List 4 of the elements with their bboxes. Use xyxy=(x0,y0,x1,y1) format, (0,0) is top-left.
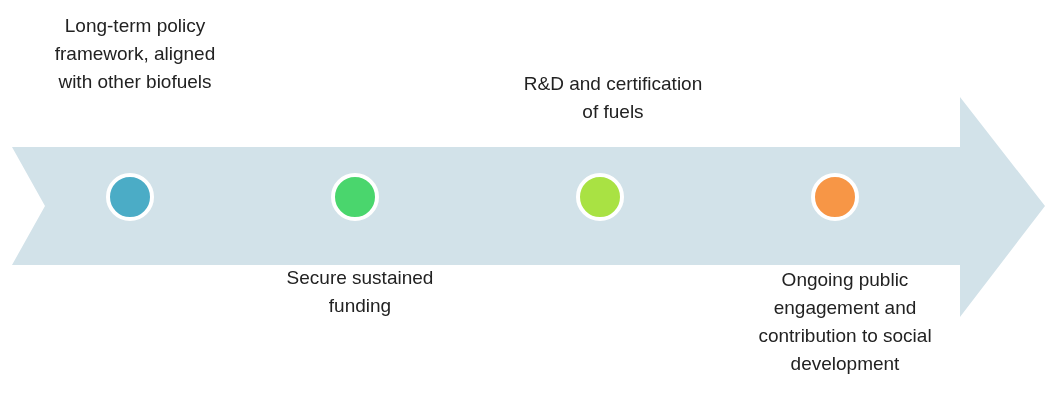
milestone-caption: Secure sustained funding xyxy=(285,266,435,318)
milestone-caption: Ongoing public engagement and contribution to social development xyxy=(757,268,933,376)
milestone-caption: R&D and certification of fuels xyxy=(523,72,703,124)
milestone-caption: Long-term policy framework, aligned with other biofuels xyxy=(53,14,217,94)
